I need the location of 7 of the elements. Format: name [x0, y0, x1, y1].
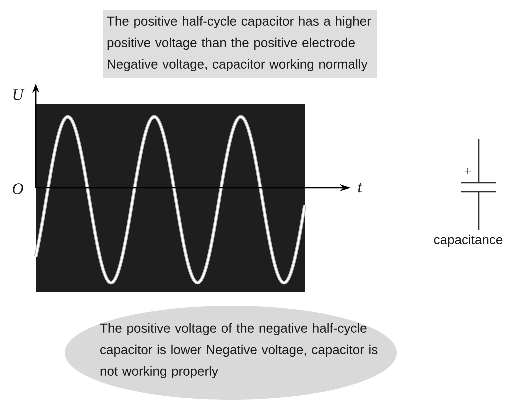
axis-label: O	[13, 184, 24, 194]
polarity-sign: +	[464, 168, 472, 174]
ellipse-callout: The positive voltage of the negative half-cycle capacitor is lower Negative voltage, capacitor is not working properly	[65, 306, 397, 400]
axis-label: t	[358, 183, 363, 193]
note-box: The positive half-cycle capacitor has a higher positive voltage than the positive electrode Negative voltage, capacitor working normally	[103, 10, 377, 78]
axis-label: U	[14, 90, 25, 100]
component-label: capacitance	[434, 234, 503, 248]
